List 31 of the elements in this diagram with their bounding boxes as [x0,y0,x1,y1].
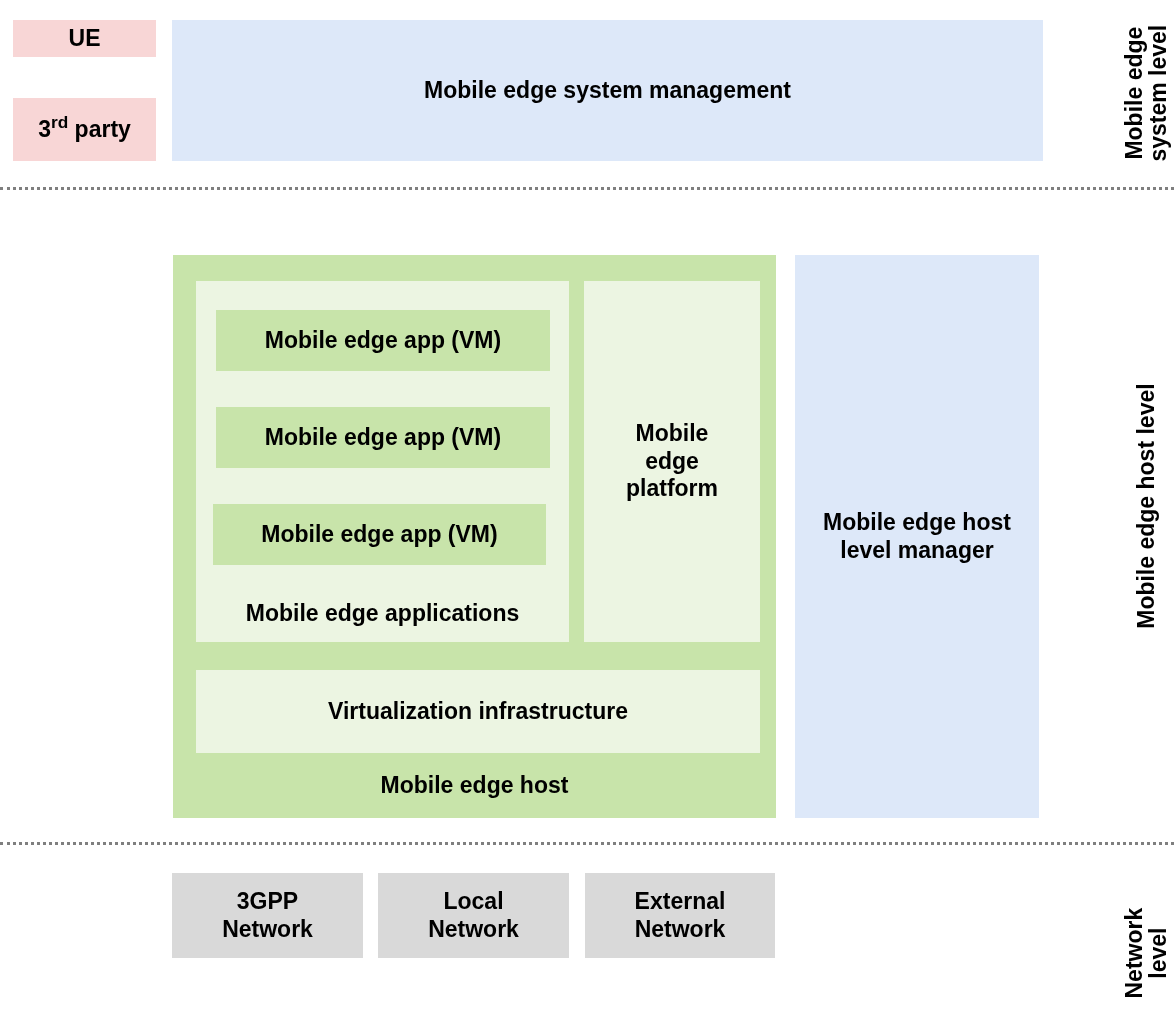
host-box [173,255,776,818]
box-label: UE [67,24,102,53]
applications-box [196,281,569,642]
app-box [216,310,550,371]
level-label: Network level [1121,906,1171,1001]
actor-box [13,98,156,161]
box-label: Local Network [427,887,520,944]
level-label: Mobile edge host level [1133,382,1159,631]
box-label: Mobile edge host [379,772,570,800]
manager-box [795,255,1039,818]
app-box [216,407,550,468]
box-label: Mobile edge app (VM) [260,520,499,549]
box-label: Mobile edge applications [244,600,521,628]
box-label: Virtualization infrastructure [327,697,629,726]
box-label: 3GPP Network [221,887,314,944]
actor-box [13,20,156,57]
network-box [585,873,775,958]
box-label: Mobile edge host level manager [822,508,1012,565]
level-label: Mobile edge system level [1121,23,1171,164]
app-box [213,504,546,565]
management-box [172,20,1043,161]
box-label: 3$^{rd}$ party [37,115,132,144]
box-label: Mobile edge app (VM) [263,423,503,452]
box-label: Mobile edge platform [625,420,719,503]
infrastructure-box [196,670,760,753]
box-label: Mobile edge app (VM) [263,326,503,355]
network-box [378,873,569,958]
network-box [172,873,363,958]
box-label: Mobile edge system management [423,76,792,105]
box-label: External Network [633,887,727,944]
platform-box [584,281,760,642]
